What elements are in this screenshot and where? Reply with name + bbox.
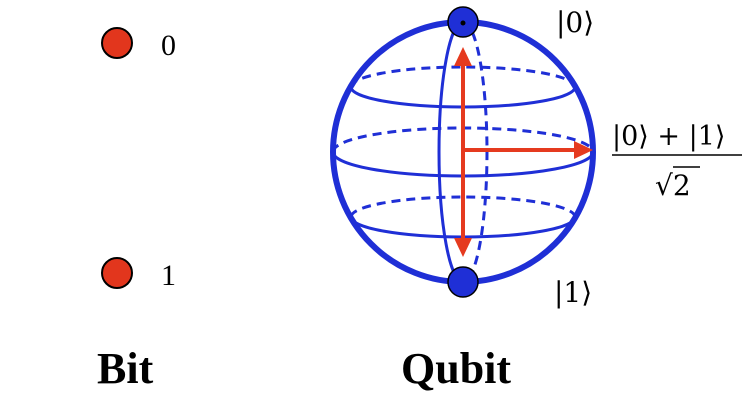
bit-state-1-label: 1 bbox=[161, 259, 176, 292]
latitude-lower-back bbox=[349, 195, 577, 218]
superposition-label: |0⟩ + |1⟩ √2 bbox=[612, 121, 742, 202]
ket-zero-label: |0⟩ bbox=[556, 6, 594, 39]
superposition-numerator: |0⟩ + |1⟩ bbox=[612, 121, 725, 152]
bit-state-1-dot bbox=[101, 257, 133, 289]
superposition-denominator: √2 bbox=[655, 169, 691, 202]
north-pole-center-mark bbox=[460, 20, 466, 26]
state-arrows bbox=[454, 47, 593, 257]
qubit-panel: |0⟩ |1⟩ |0⟩ + |1⟩ √2 Qubit bbox=[330, 6, 742, 393]
arrow-up-head bbox=[454, 47, 472, 66]
meridian-front bbox=[437, 20, 464, 284]
arrow-right-head bbox=[574, 141, 593, 159]
bit-panel: 0 1 Bit bbox=[97, 27, 176, 393]
south-pole-dot bbox=[447, 266, 479, 298]
bit-state-0-dot bbox=[101, 27, 133, 59]
qubit-caption: Qubit bbox=[401, 344, 511, 393]
bit-caption: Bit bbox=[97, 344, 154, 393]
ket-one-label: |1⟩ bbox=[554, 276, 592, 309]
latitude-upper-back bbox=[349, 65, 577, 88]
bit-state-0-label: 0 bbox=[161, 29, 176, 62]
arrow-down-head bbox=[454, 238, 472, 257]
